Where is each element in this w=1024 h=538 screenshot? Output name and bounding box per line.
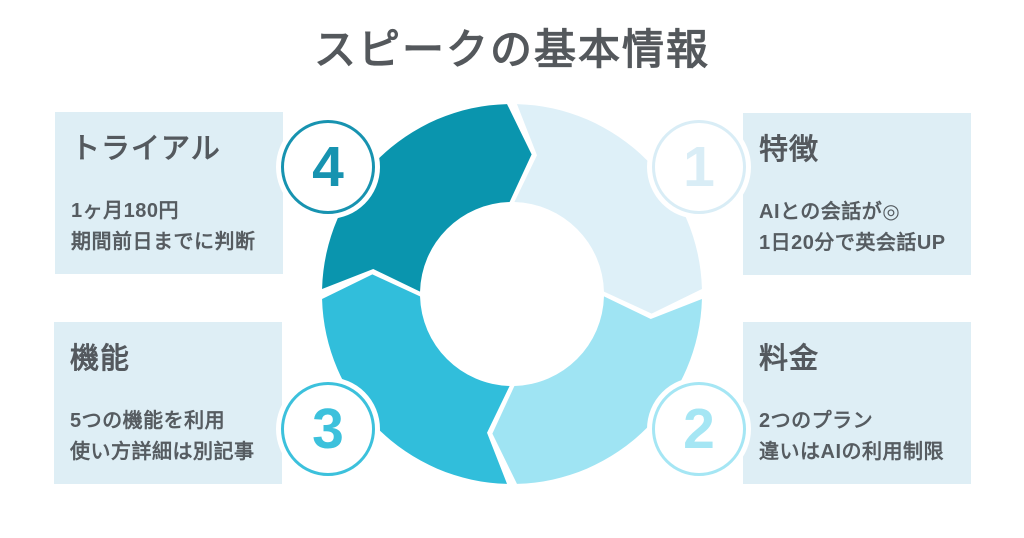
card-functions-heading: 機能 (70, 343, 131, 375)
card-pricing-line-1: 2つのプラン (759, 410, 874, 432)
page-title: スピークの基本情報 (313, 26, 710, 73)
card-features-body: AIとの会話が◎ 1日20分で英会話UP (759, 197, 955, 259)
card-pricing-line-2: 違いはAIの利用制限 (759, 441, 944, 463)
card-functions-line-2: 使い方詳細は別記事 (70, 441, 255, 463)
step-badge-1-number: 1 (683, 134, 715, 199)
card-trial-body: 1ヶ月180円 期間前日までに判断 (71, 196, 267, 258)
step-badge-2: 2 (652, 382, 746, 476)
step-badge-2-number: 2 (683, 396, 715, 461)
card-features-heading: 特徴 (759, 134, 820, 166)
card-features-line-1: AIとの会話が◎ (759, 201, 901, 223)
card-trial-line-2: 期間前日までに判断 (71, 231, 256, 253)
card-features: 特徴 AIとの会話が◎ 1日20分で英会話UP (743, 113, 971, 275)
card-functions: 機能 5つの機能を利用 使い方詳細は別記事 (54, 322, 282, 484)
step-badge-3: 3 (281, 382, 375, 476)
card-trial: トライアル 1ヶ月180円 期間前日までに判断 (55, 112, 283, 274)
card-features-line-2: 1日20分で英会話UP (759, 232, 946, 254)
card-pricing-heading: 料金 (759, 343, 820, 375)
cycle-segment-3 (322, 274, 510, 484)
card-pricing-body: 2つのプラン 違いはAIの利用制限 (759, 406, 955, 468)
step-badge-4: 4 (281, 120, 375, 214)
cycle-segment-4 (322, 104, 532, 292)
card-trial-heading: トライアル (71, 133, 221, 165)
cycle-segment-2 (492, 296, 702, 484)
step-badge-3-number: 3 (312, 396, 344, 461)
card-trial-line-1: 1ヶ月180円 (71, 200, 179, 222)
step-badge-4-number: 4 (312, 134, 344, 199)
card-pricing: 料金 2つのプラン 違いはAIの利用制限 (743, 322, 971, 484)
step-badge-1: 1 (652, 120, 746, 214)
card-functions-body: 5つの機能を利用 使い方詳細は別記事 (70, 406, 266, 468)
cycle-segment-1 (514, 104, 702, 314)
card-functions-line-1: 5つの機能を利用 (70, 410, 226, 432)
